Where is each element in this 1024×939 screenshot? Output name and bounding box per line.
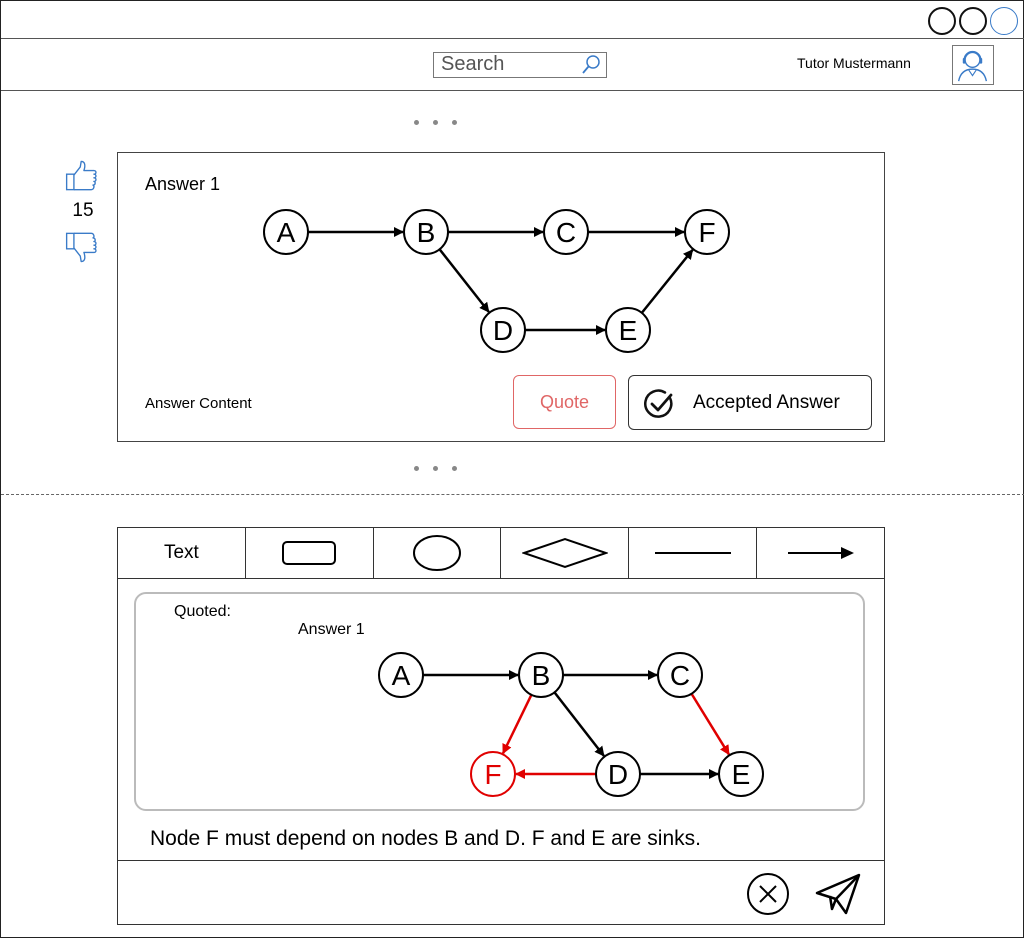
x-circle-icon	[747, 873, 789, 915]
answer-content: Answer Content	[145, 395, 252, 412]
search-input[interactable]	[434, 53, 574, 76]
answer-title: Answer 1	[145, 174, 221, 194]
minimize-button[interactable]	[928, 7, 956, 35]
check-circle-icon	[644, 389, 673, 418]
search-icon[interactable]	[580, 54, 602, 76]
paper-plane-icon	[815, 873, 861, 915]
more-above-indicator[interactable]	[414, 120, 457, 125]
quoted-answer-title: Answer 1	[298, 621, 365, 638]
title-bar	[1, 1, 1024, 39]
drawing-toolbar: Text	[117, 527, 885, 579]
accepted-answer-label: Accepted Answer	[693, 392, 840, 413]
close-window-button[interactable]	[990, 7, 1018, 35]
tool-diamond[interactable]	[501, 528, 630, 578]
reply-comment-text[interactable]: Node F must depend on nodes B and D. F a…	[150, 827, 701, 850]
cancel-button[interactable]	[746, 872, 790, 916]
restore-button[interactable]	[959, 7, 987, 35]
tool-line[interactable]	[629, 528, 758, 578]
more-below-indicator[interactable]	[414, 466, 457, 471]
thumbs-up-icon	[65, 160, 97, 191]
header-bar: Tutor Mustermann	[1, 39, 1024, 91]
tool-text-label: Text	[163, 542, 199, 563]
arrow-icon	[787, 547, 854, 559]
search-box[interactable]	[433, 52, 607, 78]
user-avatar-icon	[957, 50, 988, 82]
ellipse-icon	[413, 535, 462, 571]
diamond-icon	[521, 537, 608, 569]
avatar[interactable]	[952, 45, 994, 85]
upvote-button[interactable]	[63, 158, 107, 199]
username-label[interactable]: Tutor Mustermann	[797, 55, 911, 71]
send-button[interactable]	[814, 871, 862, 917]
line-icon	[654, 552, 731, 554]
tool-ellipse[interactable]	[374, 528, 502, 578]
quote-button[interactable]: Quote	[513, 375, 616, 429]
answer-card	[117, 152, 885, 442]
rectangle-icon	[282, 541, 337, 565]
downvote-button[interactable]	[63, 229, 107, 270]
tool-arrow[interactable]	[757, 528, 884, 578]
vote-count: 15	[72, 200, 94, 221]
thumbs-down-icon	[65, 232, 97, 263]
quoted-answer-box	[134, 592, 865, 811]
accepted-answer-button[interactable]: Accepted Answer	[628, 375, 872, 430]
section-divider	[1, 494, 1024, 495]
quoted-label: Quoted:	[174, 603, 231, 620]
tool-rectangle[interactable]	[246, 528, 374, 578]
editor-footer-divider	[117, 860, 885, 861]
tool-text[interactable]: Text	[118, 528, 246, 578]
